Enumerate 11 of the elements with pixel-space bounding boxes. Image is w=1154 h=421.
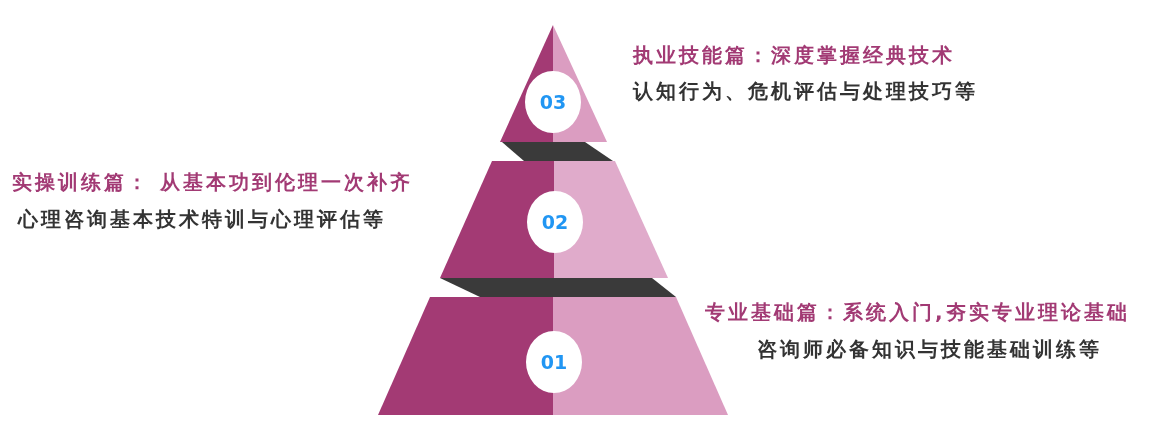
tier-description: 咨询师必备知识与技能基础训练等 bbox=[757, 337, 1102, 361]
tier-description: 心理咨询基本技术特训与心理评估等 bbox=[18, 207, 386, 231]
tier-heading: 专业基础篇：系统入门,夯实专业理论基础 bbox=[705, 300, 1130, 324]
tier-heading: 实操训练篇： 从基本功到伦理一次补齐 bbox=[12, 170, 413, 194]
pyramid-tier bbox=[500, 25, 607, 142]
pyramid-tier bbox=[378, 297, 728, 415]
tier-joint bbox=[502, 142, 613, 161]
tier-joint bbox=[440, 278, 676, 297]
tier-heading: 执业技能篇：深度掌握经典技术 bbox=[633, 43, 955, 67]
tier-description: 认知行为、危机评估与处理技巧等 bbox=[633, 79, 978, 103]
pyramid-tier bbox=[440, 161, 668, 278]
